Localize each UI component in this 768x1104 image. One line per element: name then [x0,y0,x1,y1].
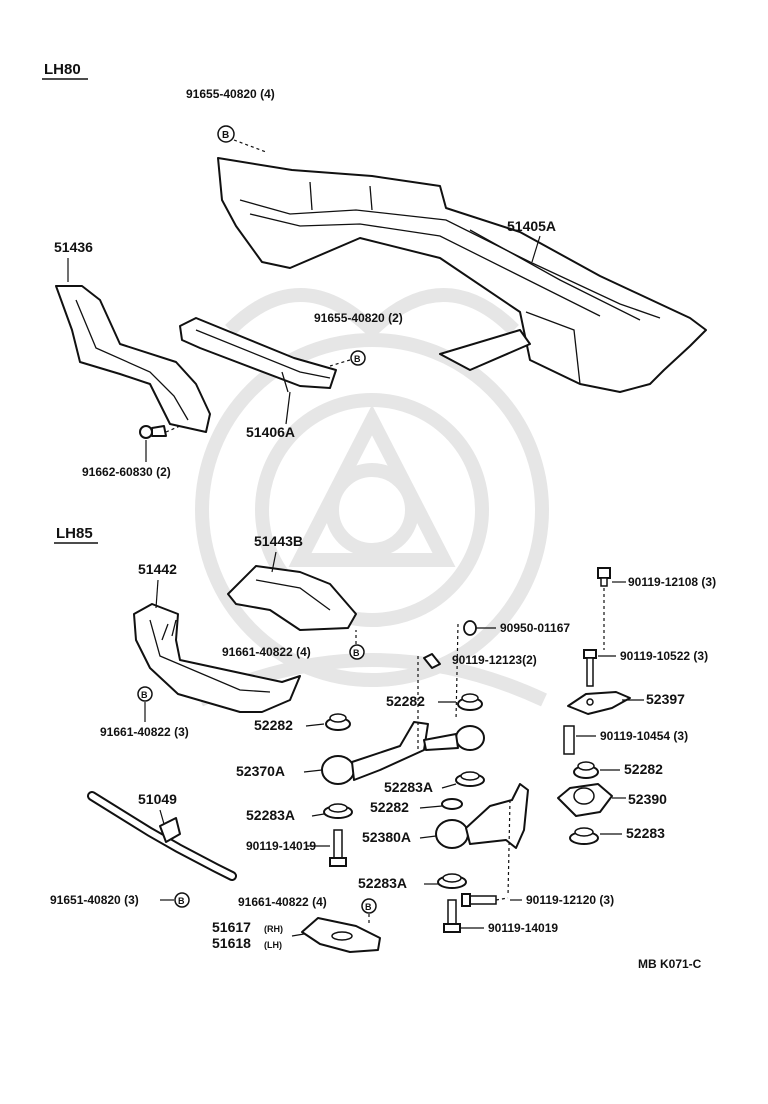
label-52397: 52397 [646,691,685,707]
bushing-icon [569,827,599,845]
bushing-icon [457,693,483,711]
section-lh85: LH85 [54,525,98,544]
label-b10: 90119-12123(2) [452,653,537,667]
arm-52370a [321,721,485,785]
nut-icon [463,620,477,636]
svg-text:B: B [222,130,229,141]
bolt-marker-icon [350,350,366,366]
bolt-marker-icon [361,898,377,914]
bushing-icon [325,713,351,731]
label-51618: 51618 [212,935,251,951]
label-52283: 52283 [626,825,665,841]
label-b2: 91655-40820 (2) [314,311,403,325]
svg-text:B: B [354,354,361,364]
svg-text:B: B [353,648,360,658]
label-52370a: 52370A [236,763,285,779]
bolt-icon [139,425,167,439]
label-51618-sfx: (LH) [264,940,282,950]
label-51436: 51436 [54,239,93,255]
bushing-icon [323,803,353,819]
label-51405a: 51405A [507,218,556,234]
label-52282-a: 52282 [254,717,293,733]
plate-51443b [227,565,357,631]
bolt-icon [563,725,575,755]
label-51049: 51049 [138,791,177,807]
bracket-51617-51618 [301,917,381,953]
label-52282-c: 52282 [370,799,409,815]
bushing-icon [441,798,463,810]
label-52282-b: 52282 [386,693,425,709]
label-b5: 91661-40822 (3) [100,725,189,739]
bracket-52397 [567,691,631,715]
diagram-code: MB K071-C [638,957,702,971]
label-b15: 90119-10454 (3) [600,729,688,743]
label-b8: 91661-40822 (4) [238,895,327,909]
svg-text:B: B [178,896,185,906]
label-51406a: 51406A [246,424,295,440]
arm-52380a [435,783,529,849]
label-52283a-1: 52283A [246,807,295,823]
label-52380a: 52380A [362,829,411,845]
bolt-icon [583,649,597,687]
label-52283a-2: 52283A [384,779,433,795]
svg-text:LH80: LH80 [44,61,81,78]
bushing-icon [437,873,467,889]
svg-text:LH85: LH85 [56,525,93,542]
bolt-icon [597,567,611,587]
bushing-icon [455,771,485,787]
label-52283a-3: 52283A [358,875,407,891]
bracket-51442 [133,603,301,713]
mount-52390 [557,783,613,817]
label-b3: 91662-60830 (2) [82,465,171,479]
stabilizer-51049 [87,791,237,881]
panel-51436 [55,285,211,433]
label-b1: 91655-40820 (4) [186,87,275,101]
bolt-icon [423,653,441,669]
bracket-51406a [179,317,337,393]
label-51443b: 51443B [254,533,303,549]
crossmember-51405a [217,157,707,393]
bolt-marker-icon [174,892,190,908]
label-51442: 51442 [138,561,177,577]
bolt-icon [443,899,461,933]
bushing-icon [573,761,599,779]
label-b9: 90950-01167 [500,621,570,635]
label-b13: 90119-12108 (3) [628,575,716,589]
label-52282-d: 52282 [624,761,663,777]
bolt-marker-icon [217,125,235,143]
label-52390: 52390 [628,791,667,807]
label-b4: 91661-40822 (4) [222,645,311,659]
bolt-marker-icon [349,644,365,660]
svg-text:B: B [141,690,148,700]
label-51617-sfx: (RH) [264,924,283,934]
bolt-icon [461,893,497,907]
label-b11: 90119-12120 (3) [526,893,614,907]
label-b7: 91651-40820 (3) [50,893,139,907]
label-b14: 90119-10522 (3) [620,649,708,663]
bolt-icon [329,829,347,867]
label-b6: 90119-14019 [246,839,316,853]
label-b12: 90119-14019 [488,921,558,935]
svg-text:B: B [365,902,372,912]
bolt-marker-icon [137,686,153,702]
label-51617: 51617 [212,919,251,935]
section-lh80: LH80 [42,61,88,80]
